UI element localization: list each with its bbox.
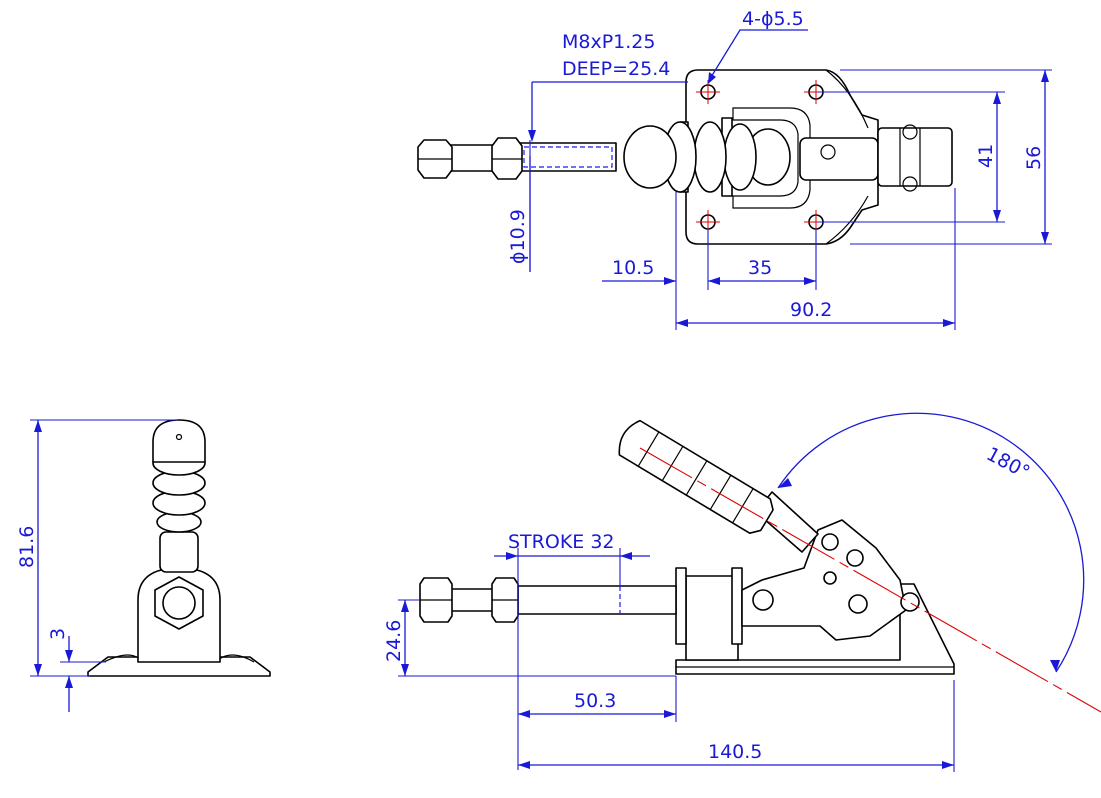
side-flange-left — [675, 567, 687, 645]
side-stud — [445, 588, 499, 612]
dim-base-thickness: 3 — [47, 628, 69, 640]
end-handle-knob — [152, 419, 206, 533]
top-clevis — [877, 127, 953, 187]
side-handle-knob — [618, 419, 774, 534]
side-flange-right — [731, 567, 743, 645]
dim-rod-height: 24.6 — [383, 620, 405, 662]
top-mount-holes — [696, 80, 828, 234]
top-view: M8xP1.25 DEEP=25.4 4-ϕ5.5 41 56 ϕ10.9 10… — [417, 8, 1052, 330]
dim-rod-extension: 50.3 — [574, 690, 616, 712]
top-handle-knob — [623, 121, 791, 193]
side-rod-pin — [752, 589, 774, 611]
end-view: 81.6 3 — [16, 419, 271, 712]
dim-end-height: 81.6 — [16, 526, 38, 568]
swing-centerline — [639, 447, 1101, 713]
top-plunger-rod — [519, 142, 617, 172]
dim-stroke: STROKE 32 — [508, 531, 615, 553]
dim-overall-height: 56 — [1023, 146, 1045, 170]
dim-hole-spacing-h: 35 — [748, 257, 772, 279]
dim-rod-diameter: ϕ10.9 — [507, 209, 529, 264]
side-view: STROKE 32 180° 24.6 50.3 140.5 — [383, 412, 1101, 772]
side-body — [685, 575, 739, 661]
dim-handle-swing: 180° — [983, 443, 1034, 484]
holes-callout: 4-ϕ5.5 — [742, 8, 804, 30]
dim-overall-length-side: 140.5 — [708, 741, 762, 763]
top-view-dimensions — [528, 29, 1052, 330]
end-rod-bore — [162, 586, 196, 620]
thread-callout-line1: M8xP1.25 — [562, 31, 656, 53]
top-thread-hidden — [523, 146, 613, 168]
dim-hole-spacing-v: 41 — [975, 144, 997, 168]
side-plunger-rod — [517, 585, 677, 615]
side-pivot-pin — [900, 592, 920, 612]
end-view-dimensions — [30, 419, 178, 712]
dim-offset: 10.5 — [612, 257, 654, 279]
top-linkage — [799, 137, 879, 181]
end-stem — [159, 531, 199, 573]
dim-overall-length-top: 90.2 — [790, 299, 832, 321]
side-view-dimensions — [398, 412, 1085, 772]
top-bracket — [732, 107, 811, 209]
thread-callout-line2: DEEP=25.4 — [562, 58, 670, 80]
